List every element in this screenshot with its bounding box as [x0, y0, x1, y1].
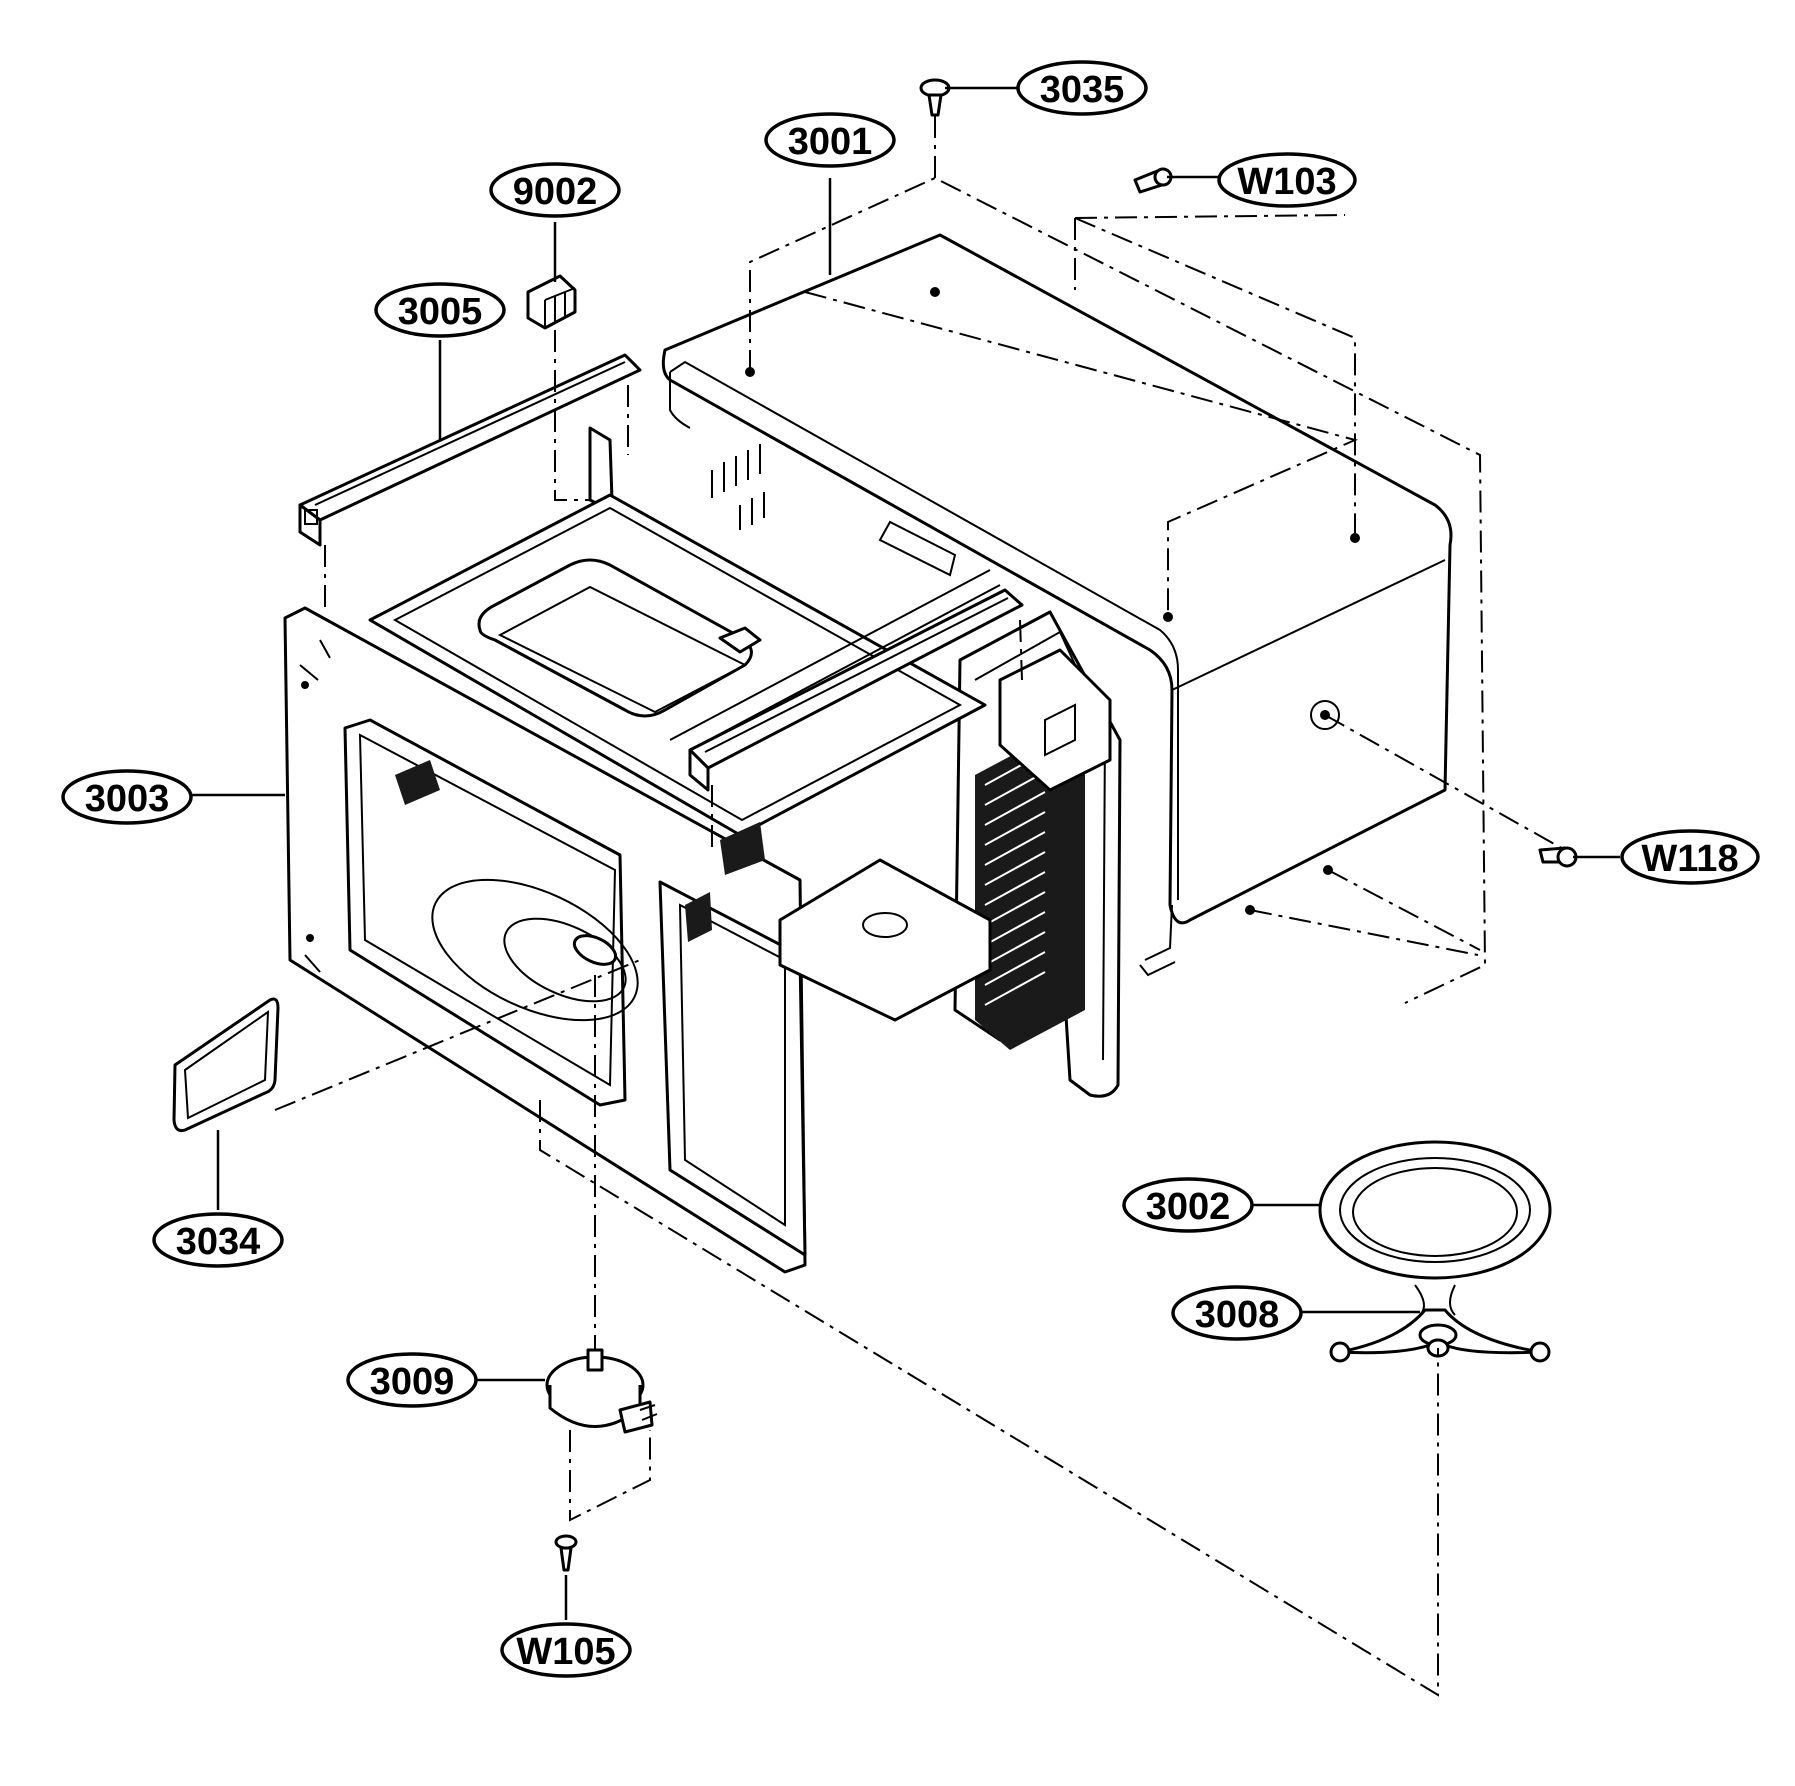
callout-9002: 9002 [489, 162, 621, 218]
callout-label-w118: W118 [1641, 838, 1738, 880]
callout-label-3008: 3008 [1195, 1294, 1280, 1336]
callout-3035: 3035 [1016, 60, 1148, 116]
screw-w118 [1538, 846, 1578, 868]
screw-3035 [919, 78, 951, 117]
callout-w118: W118 [1620, 829, 1760, 885]
outer-cabinet [661, 233, 1453, 977]
callout-3001: 3001 [764, 112, 896, 168]
top-rail-3005 [298, 353, 642, 547]
cavity-top [368, 493, 1001, 837]
screw-w105 [554, 1534, 578, 1572]
callout-label-3001: 3001 [788, 121, 873, 163]
callout-label-3034: 3034 [176, 1221, 261, 1263]
callout-w103: W103 [1217, 152, 1357, 208]
cover-3034 [172, 997, 280, 1132]
callout-label-3003: 3003 [85, 778, 170, 820]
callout-3034: 3034 [152, 1212, 284, 1268]
top-rail-front [688, 588, 1024, 792]
callout-3009: 3009 [346, 1352, 478, 1408]
glass-tray-3002 [1318, 1140, 1552, 1280]
leader-lines [192, 86, 1620, 1620]
callout-label-3009: 3009 [370, 1361, 455, 1403]
callout-label-w105: W105 [516, 1631, 615, 1673]
screw-w103 [1133, 167, 1173, 194]
callout-3005: 3005 [374, 282, 506, 338]
front-frame-3003 [283, 606, 992, 1274]
relay-9002 [526, 274, 577, 330]
callout-3003: 3003 [61, 769, 193, 825]
vent-grille [975, 735, 1085, 1050]
callout-3002: 3002 [1122, 1177, 1254, 1233]
callout-label-w103: W103 [1237, 161, 1336, 203]
callout-w105: W105 [500, 1622, 632, 1678]
callout-label-3035: 3035 [1040, 69, 1125, 111]
callout-label-3005: 3005 [398, 291, 483, 333]
assembly-lines [274, 112, 1566, 1697]
callout-3008: 3008 [1171, 1285, 1303, 1341]
callout-label-9002: 9002 [513, 171, 598, 213]
motor-3009 [545, 1348, 658, 1434]
callout-label-3002: 3002 [1146, 1186, 1231, 1228]
roller-3008 [1329, 1284, 1551, 1363]
